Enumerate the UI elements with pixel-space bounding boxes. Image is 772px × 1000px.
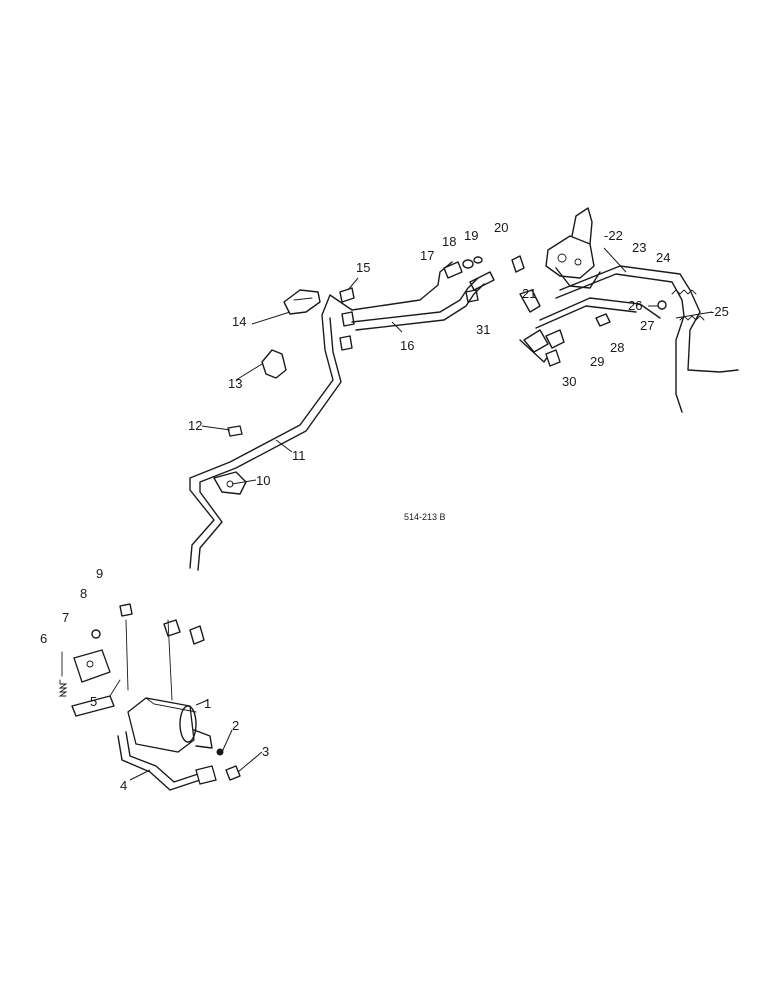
callout-25: -25	[710, 304, 729, 319]
fuel-pipe-16	[351, 277, 485, 331]
pipe-4	[117, 731, 217, 791]
callout-28: 28	[610, 340, 624, 355]
callout-20: 20	[494, 220, 508, 235]
callout-26: 26	[628, 298, 642, 313]
clip-26	[657, 300, 667, 310]
parts-8-9	[91, 603, 205, 701]
callout-1: 1	[204, 696, 211, 711]
callout-24: 24	[656, 250, 670, 265]
callout-22-number: 22	[608, 228, 622, 243]
callout-31: 31	[476, 322, 490, 337]
callout-labels: 1 2 3 4 5 6 7 8 9 10 11 12 13 14 15 16 1…	[40, 220, 729, 793]
clamp-13	[261, 349, 287, 379]
leader-lines	[129, 247, 713, 781]
callout-15: 15	[356, 260, 370, 275]
injector-21	[511, 255, 565, 353]
callout-19: 19	[464, 228, 478, 243]
clip-12	[227, 425, 243, 437]
spring-6	[58, 651, 68, 697]
callout-12: 12	[188, 418, 202, 433]
fuel-pipe-main	[189, 261, 453, 571]
callout-13: 13	[228, 376, 242, 391]
injector-pipes	[519, 265, 739, 413]
washer-2	[216, 748, 224, 756]
callout-22: -22	[604, 228, 623, 243]
bracket-5	[71, 679, 121, 717]
nut-30	[545, 349, 561, 367]
callout-21: 21	[522, 286, 536, 301]
bracket-14	[283, 289, 321, 315]
banjo-31	[465, 289, 479, 303]
union-28	[595, 313, 611, 327]
callout-14: 14	[232, 314, 246, 329]
callout-25-number: 25	[714, 304, 728, 319]
callout-11: 11	[292, 448, 306, 463]
callout-30: 30	[562, 374, 576, 389]
callout-7: 7	[62, 610, 69, 625]
callout-5: 5	[90, 694, 97, 709]
callout-4: 4	[120, 778, 127, 793]
callout-10: 10	[256, 473, 270, 488]
spring-24-25	[671, 289, 705, 321]
callout-3: 3	[262, 744, 269, 759]
fuel-filter-1	[127, 697, 213, 753]
callout-27: 27	[640, 318, 654, 333]
callout-23: 23	[632, 240, 646, 255]
injection-pump-22	[545, 207, 601, 289]
bolt-3	[225, 765, 241, 781]
callout-17: 17	[420, 248, 434, 263]
callout-29: 29	[590, 354, 604, 369]
callout-18: 18	[442, 234, 456, 249]
callout-2: 2	[232, 718, 239, 733]
bolt-15	[339, 287, 355, 351]
unions-17-19	[443, 256, 495, 291]
plate-7	[73, 649, 111, 683]
callout-16: 16	[400, 338, 414, 353]
drawing-reference: 514-213 B	[404, 512, 446, 522]
callout-9: 9	[96, 566, 103, 581]
callout-8: 8	[80, 586, 87, 601]
callout-6: 6	[40, 631, 47, 646]
